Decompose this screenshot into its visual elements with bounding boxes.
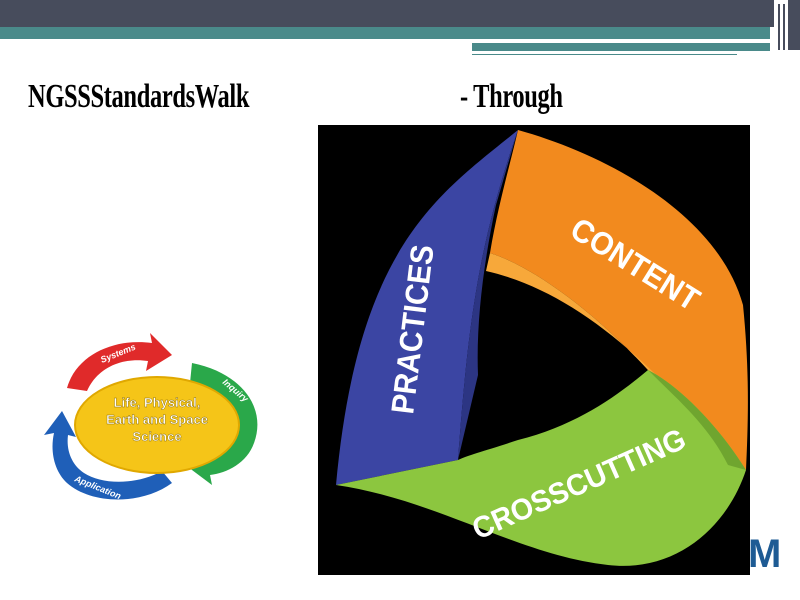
cycle-center-line3: Science	[132, 429, 181, 444]
brand-logo-partial: M	[748, 532, 782, 576]
practices-band	[336, 130, 518, 485]
crosscutting-band	[336, 370, 746, 566]
cycle-center-line2: Earth and Space	[106, 412, 208, 427]
slide-teal-band-secondary	[472, 43, 770, 51]
corner-ornament	[774, 0, 800, 54]
slide-title-right: - Through	[460, 78, 563, 115]
cycle-center-line1: Life, Physical,	[114, 395, 201, 410]
slide-divider-line	[472, 54, 737, 55]
systems-arrow	[67, 333, 172, 391]
three-dimensions-image: PRACTICES CONTENT CROSSCUTTING	[318, 125, 750, 575]
science-cycle-diagram: Life, Physical, Earth and Space Science …	[44, 333, 258, 501]
application-arrow	[44, 411, 172, 500]
science-ellipse	[74, 376, 240, 474]
crosscutting-band-shade	[648, 370, 746, 470]
slide-title-left: NGSSStandardsWalk	[28, 78, 250, 115]
slide-teal-band	[0, 27, 770, 39]
content-band-shade	[486, 253, 668, 387]
practices-band-shade	[458, 130, 518, 460]
slide-top-bar	[0, 0, 800, 27]
content-band	[490, 130, 748, 470]
